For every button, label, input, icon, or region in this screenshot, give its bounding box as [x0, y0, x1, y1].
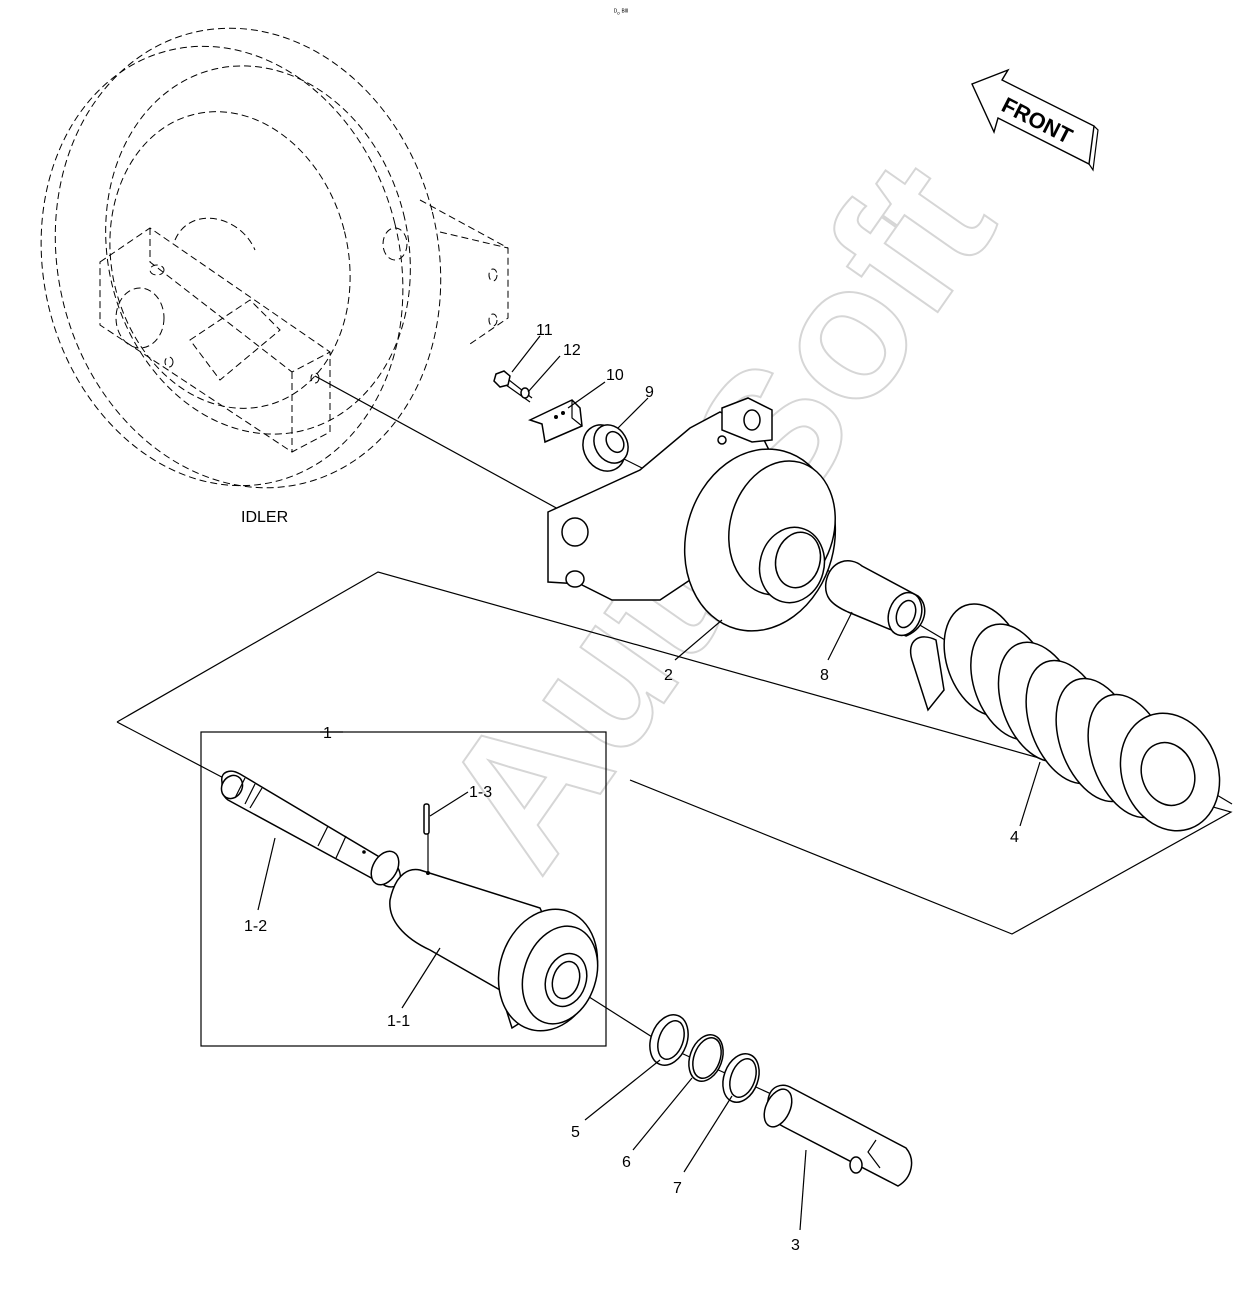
- callout-10: 10: [606, 367, 624, 384]
- sleeve-part-8: [824, 560, 926, 637]
- callout-5: 5: [571, 1124, 580, 1141]
- callout-1-2: 1-2: [244, 918, 267, 935]
- rod-part-1-2: [220, 770, 402, 888]
- assembly-outline: [116, 571, 1233, 935]
- callout-12: 12: [563, 342, 581, 359]
- header-code: ᴰₒ ᴮᴵᴵᴵ: [614, 9, 628, 16]
- pin-part-1-3: [423, 803, 430, 835]
- callout-6: 6: [622, 1154, 631, 1171]
- seal-part-7: [722, 1053, 760, 1103]
- pin-part-3: [763, 1084, 913, 1187]
- idler-wheel: [40, 27, 509, 489]
- callout-labels: 11 12 10 9 2 8 4 1 1-3 1-2 1-1 5 6 7 3: [244, 322, 1019, 1254]
- yoke-part-2: [547, 397, 837, 632]
- callout-1-3: 1-3: [469, 784, 492, 801]
- idler-label: IDLER: [241, 509, 288, 526]
- callout-9: 9: [645, 384, 654, 401]
- callout-11: 11: [536, 322, 553, 339]
- callout-7: 7: [673, 1180, 682, 1197]
- seal-part-6: [688, 1034, 724, 1082]
- callout-4: 4: [1010, 829, 1019, 846]
- spring-part-4: [909, 603, 1221, 832]
- front-arrow: [971, 68, 1099, 172]
- callout-1-1: 1-1: [387, 1013, 410, 1030]
- clip-part-10: [527, 399, 583, 444]
- seal-part-5: [649, 1014, 689, 1066]
- cylinder-part-1-1: [389, 868, 599, 1032]
- callout-8: 8: [820, 667, 829, 684]
- callout-3: 3: [791, 1237, 800, 1254]
- idler-bracket: [99, 217, 331, 453]
- leader-lines: [257, 335, 1041, 1231]
- item-1-box: [200, 731, 607, 1047]
- nut-part-9: [582, 424, 629, 472]
- callout-1: 1: [323, 725, 332, 742]
- callout-2: 2: [664, 667, 673, 684]
- washer-part-12: [520, 387, 530, 399]
